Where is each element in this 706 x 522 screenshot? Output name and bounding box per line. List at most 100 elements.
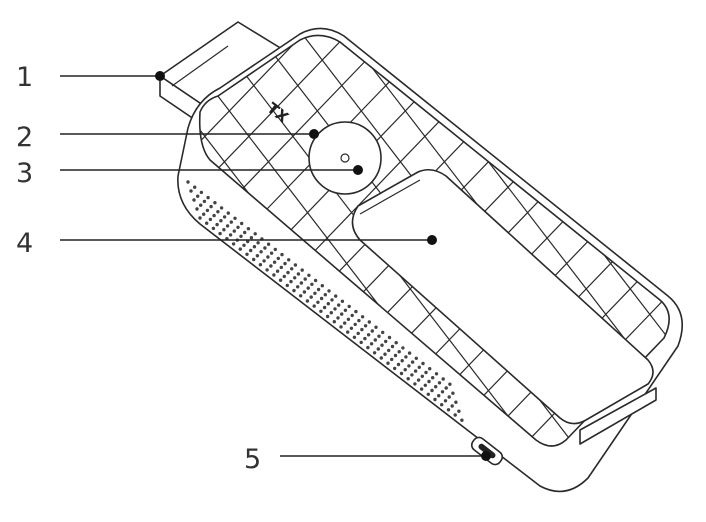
vent-hole xyxy=(334,294,338,298)
vent-hole xyxy=(272,273,276,277)
antenna-panel xyxy=(351,168,657,445)
vent-hole xyxy=(423,383,427,387)
vent-hole xyxy=(278,278,283,282)
grid-line xyxy=(672,0,706,520)
vent-hole xyxy=(285,283,289,288)
vent-hole xyxy=(319,309,323,313)
vent-hole xyxy=(403,368,407,372)
vent-hole xyxy=(272,260,277,264)
vent-hole xyxy=(296,272,301,276)
vent-hole xyxy=(363,336,367,341)
vent-hole xyxy=(347,304,351,309)
vent-hole xyxy=(240,221,244,226)
vent-hole xyxy=(416,378,421,382)
vent-hole xyxy=(349,326,354,330)
vent-hole xyxy=(192,198,196,202)
grid-line xyxy=(199,35,425,447)
vent-hole xyxy=(189,189,193,193)
vent-hole xyxy=(446,408,451,412)
vent-hole xyxy=(199,203,203,207)
vent-hole xyxy=(433,397,437,402)
vent-hole xyxy=(387,335,392,340)
vent-hole xyxy=(293,263,298,267)
callout-number: 1 xyxy=(16,62,33,93)
vent-hole xyxy=(299,294,303,298)
vent-hole xyxy=(427,379,431,384)
vent-hole xyxy=(266,242,271,246)
vent-hole xyxy=(381,330,385,335)
vent-hole xyxy=(447,395,451,399)
callout-2: 2 xyxy=(16,122,319,153)
vent-hole xyxy=(413,369,418,373)
vent-hole xyxy=(357,318,361,323)
vent-hole xyxy=(326,302,330,306)
vent-hole xyxy=(373,338,377,342)
callout-4: 4 xyxy=(16,228,437,259)
vent-hole xyxy=(273,247,277,252)
vent-hole xyxy=(343,308,348,312)
vent-hole xyxy=(443,399,448,403)
vent-hole xyxy=(306,286,310,290)
vent-hole xyxy=(316,300,320,304)
vent-hole xyxy=(205,208,210,213)
vent-hole xyxy=(280,252,284,257)
vent-hole xyxy=(457,409,461,413)
vent-hole xyxy=(327,289,331,293)
vent-hole xyxy=(404,355,408,359)
vent-hole xyxy=(193,185,197,189)
callout-number: 2 xyxy=(16,122,33,153)
vent-hole xyxy=(410,360,415,364)
vent-hole xyxy=(400,359,404,363)
grid-line xyxy=(627,35,670,447)
vent-hole xyxy=(413,382,417,386)
vent-hole xyxy=(329,311,333,315)
vent-hole xyxy=(266,255,270,259)
vent-hole xyxy=(393,353,398,358)
vent-hole xyxy=(196,194,200,198)
vent-hole xyxy=(332,320,336,324)
vent-hole xyxy=(383,352,387,356)
vent-hole xyxy=(320,284,324,288)
vent-hole xyxy=(369,342,374,346)
vent-hole xyxy=(276,256,280,261)
indicator-led xyxy=(340,153,350,163)
vent-hole xyxy=(275,269,280,273)
vent-hole xyxy=(283,261,287,266)
callout-3: 3 xyxy=(16,158,363,189)
callout-number: 4 xyxy=(16,228,33,259)
vent-hole xyxy=(393,366,397,371)
vent-hole xyxy=(282,274,286,279)
vent-hole xyxy=(380,343,384,347)
vent-hole xyxy=(292,288,296,293)
vent-hole xyxy=(300,268,304,272)
callout-5: 5 xyxy=(244,444,491,475)
vent-hole xyxy=(431,376,435,380)
vent-hole xyxy=(384,339,388,344)
vent-hole xyxy=(195,207,199,211)
vent-hole xyxy=(376,347,380,351)
vent-hole xyxy=(286,270,290,275)
vent-hole xyxy=(430,388,434,393)
vent-hole xyxy=(226,211,230,215)
vent-hole xyxy=(387,348,391,353)
vent-hole xyxy=(346,317,351,321)
vent-hole xyxy=(213,201,217,205)
vent-hole xyxy=(396,362,401,367)
vent-hole xyxy=(352,335,357,339)
vent-hole xyxy=(426,392,430,396)
vent-hole xyxy=(390,344,395,349)
vent-hole xyxy=(420,374,424,378)
vent-hole xyxy=(366,333,371,337)
vent-hole xyxy=(249,236,254,240)
vent-hole xyxy=(269,264,273,268)
vent-hole xyxy=(407,364,411,368)
vent-hole xyxy=(259,250,263,254)
vent-hole xyxy=(323,293,327,297)
vent-hole xyxy=(414,356,418,360)
vent-hole xyxy=(279,265,283,270)
vent-hole xyxy=(215,222,219,227)
vent-hole xyxy=(212,213,216,218)
vent-hole xyxy=(363,324,368,328)
vent-hole xyxy=(330,298,334,302)
vent-hole xyxy=(374,325,378,329)
